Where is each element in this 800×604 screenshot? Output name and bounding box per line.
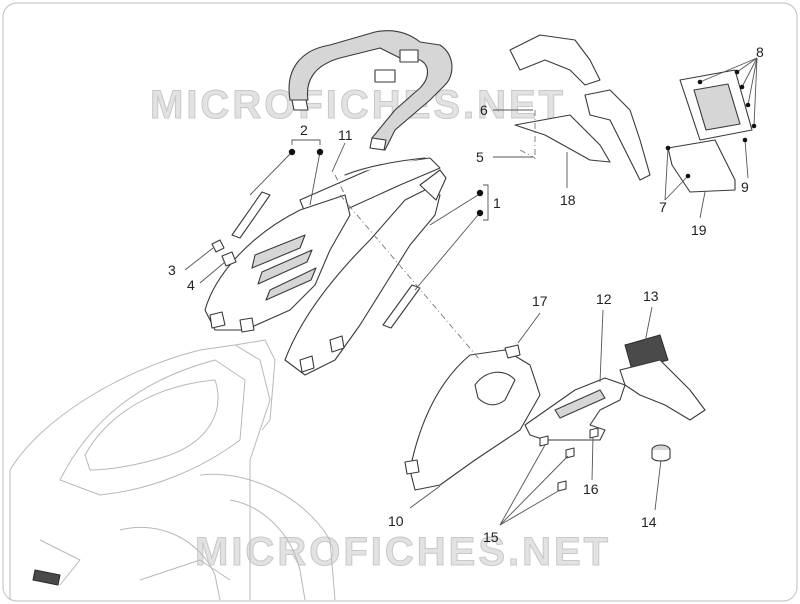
screws bbox=[539, 427, 599, 492]
luggage-rack bbox=[288, 30, 453, 151]
leader-lines bbox=[184, 57, 758, 526]
watermark-top: MICROFICHES.NET bbox=[150, 83, 566, 127]
callout-15: 15 bbox=[483, 529, 499, 545]
centre-cover bbox=[284, 169, 447, 376]
callout-17: 17 bbox=[532, 293, 548, 309]
fastener-dots bbox=[288, 69, 757, 217]
callout-18: 18 bbox=[560, 192, 576, 208]
callout-16: 16 bbox=[583, 481, 599, 497]
callout-5: 5 bbox=[476, 149, 484, 165]
clip-fasteners-left bbox=[211, 239, 237, 267]
callout-14: 14 bbox=[641, 514, 657, 530]
callout-7: 7 bbox=[659, 199, 667, 215]
callout-8: 8 bbox=[756, 44, 764, 60]
tail-light-assembly bbox=[619, 334, 706, 421]
callout-2: 2 bbox=[300, 122, 308, 138]
scooter-body-outline bbox=[9, 339, 336, 601]
callout-4: 4 bbox=[187, 277, 195, 293]
callout-11: 11 bbox=[338, 127, 353, 143]
callout-9: 9 bbox=[741, 179, 749, 195]
rubber-cap bbox=[651, 444, 671, 462]
callout-19: 19 bbox=[691, 222, 707, 238]
callout-12: 12 bbox=[596, 291, 612, 307]
watermark-bottom: MICROFICHES.NET bbox=[195, 530, 611, 574]
top-rear-bracket bbox=[509, 34, 651, 181]
callout-10: 10 bbox=[388, 513, 404, 529]
callout-labels: 1 2 3 4 5 6 7 8 9 10 11 12 13 14 15 16 1… bbox=[168, 44, 764, 545]
rear-mudguard bbox=[404, 344, 541, 491]
callout-6: 6 bbox=[480, 102, 488, 118]
callout-3: 3 bbox=[168, 262, 176, 278]
left-side-panel bbox=[204, 194, 351, 333]
callout-1: 1 bbox=[493, 195, 501, 211]
sticker-labels bbox=[231, 191, 421, 329]
callout-13: 13 bbox=[643, 288, 659, 304]
